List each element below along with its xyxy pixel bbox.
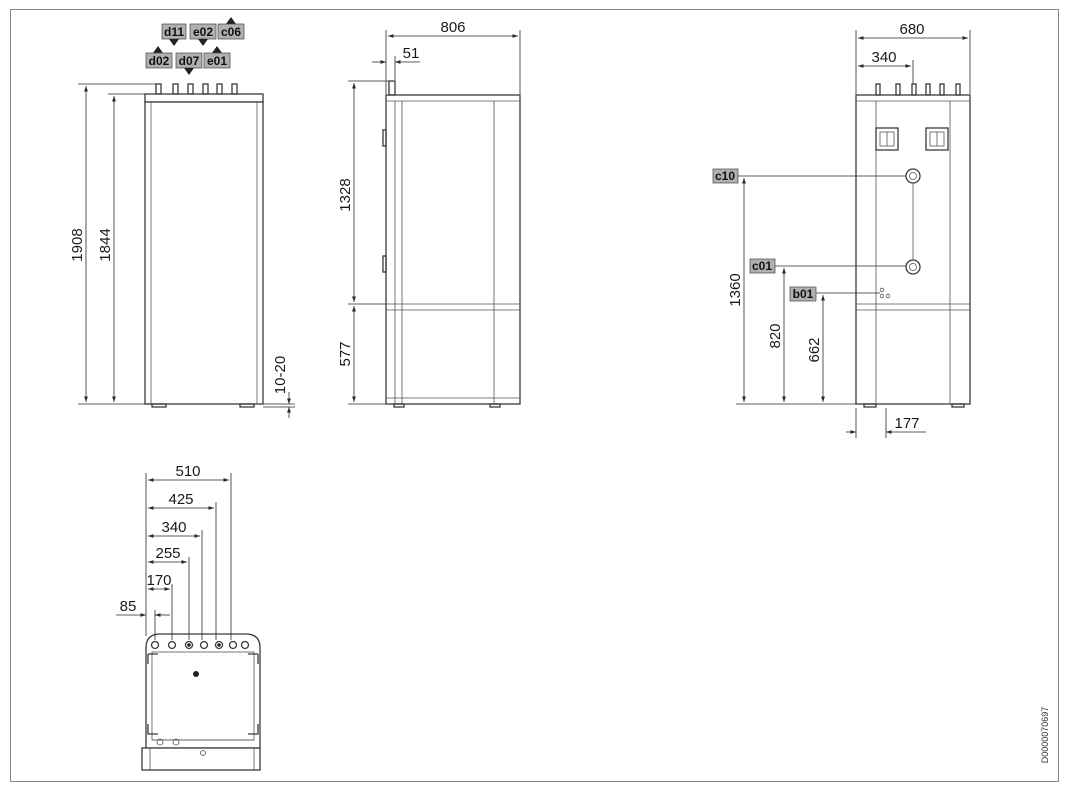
svg-text:e01: e01 (207, 54, 227, 68)
svg-text:c10: c10 (715, 169, 735, 183)
dim-top-510: 510 (175, 463, 200, 480)
dim-top-425: 425 (168, 491, 193, 508)
rear-view-grille-right (925, 127, 949, 151)
document-id: D0000070697 (1040, 707, 1050, 764)
front-view: d11 e02 c06 d02 d07 e01 (69, 17, 295, 418)
top-view-outline (145, 633, 261, 749)
dim-top-85: 85 (120, 598, 137, 615)
dim-rear-820: 820 (767, 323, 784, 348)
tag-d11: d11 (161, 23, 187, 46)
tag-e01: e01 (203, 46, 231, 69)
dim-top-255: 255 (155, 545, 180, 562)
front-view-foot-left (151, 403, 167, 408)
dim-front-1844: 1844 (97, 228, 114, 261)
front-view-cabinet (144, 101, 264, 405)
dim-front-1908: 1908 (69, 228, 86, 261)
front-view-foot-right (239, 403, 255, 408)
tag-c06: c06 (217, 17, 245, 40)
dim-rear-662: 662 (806, 337, 823, 362)
side-view-pipe (388, 80, 396, 96)
tag-c10: c10 (712, 168, 739, 184)
svg-text:c06: c06 (221, 25, 241, 39)
dim-rear-177: 177 (894, 415, 919, 432)
top-view-connections (150, 640, 250, 650)
rear-view-pipe-stubs (875, 83, 961, 96)
side-view-cabinet (385, 94, 521, 405)
front-view-pipe-stubs (155, 83, 238, 95)
dim-front-feet: 10-20 (272, 356, 289, 394)
svg-text:b01: b01 (793, 287, 814, 301)
dim-side-806: 806 (440, 19, 465, 36)
tag-e02: e02 (189, 23, 217, 46)
tag-c01: c01 (749, 258, 776, 274)
top-view-center-point (193, 671, 199, 677)
dim-side-577: 577 (337, 341, 354, 366)
svg-text:d07: d07 (179, 54, 200, 68)
front-view-top-cap (144, 93, 264, 103)
svg-text:d02: d02 (149, 54, 170, 68)
svg-text:e02: e02 (193, 25, 213, 39)
rear-view-grille-left (875, 127, 899, 151)
dim-rear-340: 340 (871, 49, 896, 66)
top-view: 510 425 340 255 170 85 (116, 463, 261, 771)
dim-rear-1360: 1360 (727, 273, 744, 306)
tag-b01: b01 (789, 286, 817, 302)
dim-side-1328: 1328 (337, 178, 354, 211)
rear-view: 680 340 c10 c01 b01 1360 820 662 (712, 21, 971, 438)
svg-text:c01: c01 (752, 259, 772, 273)
tag-d02: d02 (145, 46, 173, 69)
rear-connection-b01 (879, 287, 891, 299)
svg-text:d11: d11 (164, 25, 184, 39)
dim-top-170: 170 (146, 572, 171, 589)
dim-top-340: 340 (161, 519, 186, 536)
dim-rear-680: 680 (899, 21, 924, 38)
side-view: 806 51 1328 577 (337, 19, 521, 408)
tag-d07: d07 (175, 52, 203, 75)
dim-side-51: 51 (403, 45, 420, 62)
